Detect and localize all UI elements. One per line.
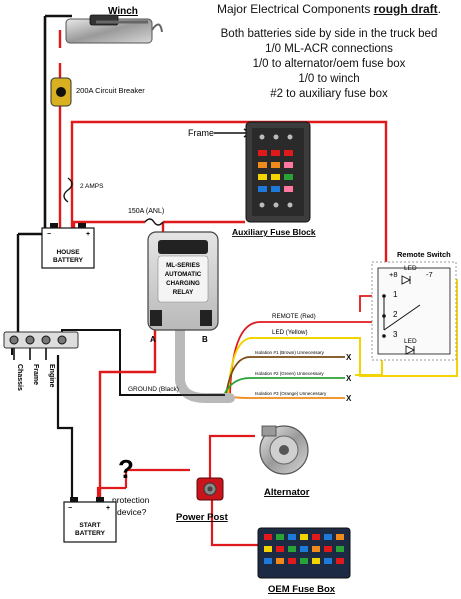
led-top-icon bbox=[401, 275, 412, 285]
start-battery-label-2: BATTERY bbox=[75, 530, 106, 537]
led-bottom-label: LED bbox=[404, 338, 417, 345]
relay-label-1: ML-SERIES bbox=[166, 262, 200, 269]
relay-label-4: RELAY bbox=[173, 289, 194, 296]
aux-fuse-block: Frame Auxiliary Fuse Block bbox=[188, 121, 316, 237]
oem-fuse-box-label: OEM Fuse Box bbox=[268, 584, 336, 595]
svg-text:+: + bbox=[106, 505, 110, 512]
ground-frame-label: Frame bbox=[32, 364, 39, 385]
note-5: #2 to auxiliary fuse box bbox=[270, 88, 388, 100]
fuse-row-blue bbox=[258, 186, 293, 192]
svg-text:+: + bbox=[86, 231, 90, 238]
iso1-end-mark: X bbox=[346, 353, 352, 362]
relay-label-3: CHARGING bbox=[166, 280, 200, 287]
charging-relay: ML-SERIES AUTOMATIC CHARGING RELAY A B bbox=[147, 231, 219, 344]
power-post: Power Post bbox=[176, 477, 229, 523]
alternator-label: Alternator bbox=[264, 487, 310, 498]
house-battery: − + HOUSE BATTERY bbox=[41, 223, 95, 269]
switch-pin-3: 3 bbox=[393, 330, 398, 339]
led-top-label: LED bbox=[404, 265, 417, 272]
relay-terminal-a: A bbox=[150, 335, 156, 344]
fuse-row-red bbox=[258, 150, 293, 156]
start-battery: − + START BATTERY bbox=[63, 497, 117, 543]
post-to-oem-box-wire bbox=[210, 500, 260, 547]
note-3: 1/0 to alternator/oem fuse box bbox=[252, 58, 406, 70]
remote-switch: Remote Switch +8 -7 1 2 3 LED LED bbox=[371, 250, 457, 361]
start-battery-label-1: START bbox=[79, 522, 100, 529]
breaker-label: 200A Circuit Breaker bbox=[76, 86, 145, 95]
switch-pin-2: 2 bbox=[393, 310, 398, 319]
note-2: 1/0 ML-ACR connections bbox=[265, 43, 393, 55]
inline-fuse-label: 2 AMPS bbox=[80, 183, 104, 190]
frame-label: Frame bbox=[188, 128, 214, 138]
fuse-row-orange bbox=[258, 162, 293, 168]
post-to-alternator-wire bbox=[208, 434, 255, 480]
house-battery-label-2: BATTERY bbox=[53, 257, 84, 264]
oem-fuse-box: OEM Fuse Box bbox=[257, 527, 351, 595]
power-post-label: Power Post bbox=[176, 512, 229, 523]
iso2-end-mark: X bbox=[346, 374, 352, 383]
iso3-end-mark: X bbox=[346, 394, 352, 403]
inline-fuse: 2 AMPS bbox=[63, 177, 104, 203]
remote-switch-label: Remote Switch bbox=[397, 250, 451, 259]
ground-engine-label: Engine bbox=[48, 364, 55, 387]
protection-label-2: device? bbox=[117, 507, 147, 517]
anl-fuse: 150A (ANL) bbox=[128, 208, 164, 226]
switch-pin-plus8: +8 bbox=[389, 270, 398, 279]
svg-text:−: − bbox=[68, 505, 72, 512]
switch-pin-minus7: -7 bbox=[426, 270, 433, 279]
ground-bus: Chassis Frame Engine bbox=[3, 331, 79, 391]
page-title: Major Electrical Components rough draft. bbox=[216, 2, 442, 16]
ground-wire-label: GROUND (Black) bbox=[128, 386, 179, 393]
winch: Winch bbox=[65, 6, 163, 44]
iso1-wire-label: Isolation #1 (Brown) Unnecessary bbox=[255, 350, 325, 355]
house-to-switch-wire bbox=[70, 120, 388, 262]
fuse-row-yellow bbox=[258, 174, 293, 180]
isolation-1-brown-wire bbox=[225, 356, 345, 396]
circuit-breaker: 200A Circuit Breaker bbox=[50, 77, 145, 107]
house-battery-icon bbox=[41, 227, 95, 269]
alternator: Alternator bbox=[259, 425, 310, 498]
relay-label-2: AUTOMATIC bbox=[165, 271, 202, 278]
relay-terminal-b: B bbox=[202, 335, 208, 344]
question-mark: ? bbox=[118, 454, 134, 484]
ground-bus-bar bbox=[3, 331, 79, 349]
relay-a-to-start-wire bbox=[98, 330, 157, 500]
switch-pin-1: 1 bbox=[393, 290, 398, 299]
ground-chassis-label: Chassis bbox=[16, 364, 23, 391]
relay-harness bbox=[175, 325, 235, 403]
remote-red-wire bbox=[229, 321, 380, 396]
protection-label-1: protection bbox=[112, 495, 150, 505]
note-4: 1/0 to winch bbox=[298, 73, 360, 85]
iso2-wire-label: Isolation #2 (Green) Unnecessary bbox=[255, 371, 324, 376]
isolation-2-green-wire bbox=[223, 377, 345, 396]
led-bottom-icon bbox=[405, 345, 416, 355]
house-to-anl-wire bbox=[72, 220, 145, 228]
house-battery-label-1: HOUSE bbox=[56, 249, 80, 256]
protection-wire bbox=[96, 486, 126, 500]
start-battery-icon bbox=[63, 501, 117, 543]
remote-wire-label: REMOTE (Red) bbox=[272, 313, 316, 320]
start-to-post-wire bbox=[124, 468, 190, 488]
protection-device: ? protection device? bbox=[112, 454, 150, 517]
anl-fuse-icon bbox=[144, 218, 164, 226]
anl-fuse-label: 150A (ANL) bbox=[128, 208, 164, 215]
iso3-wire-label: Isolation #3 (Orange) Unnecessary bbox=[255, 391, 327, 396]
svg-text:−: − bbox=[47, 231, 51, 238]
fuse-icon bbox=[63, 177, 73, 203]
winch-label: Winch bbox=[108, 6, 138, 17]
note-1: Both batteries side by side in the truck… bbox=[220, 28, 438, 40]
engine-ground-wire bbox=[56, 355, 74, 500]
oem-fuse-box-icon bbox=[257, 527, 351, 579]
aux-fuse-block-label: Auxiliary Fuse Block bbox=[232, 227, 316, 237]
header-notes: Major Electrical Components rough draft.… bbox=[200, 2, 458, 102]
oem-fuse-grid bbox=[264, 534, 344, 564]
switch-lever-icon bbox=[383, 296, 421, 331]
led-wire-label: LED (Yellow) bbox=[272, 329, 308, 336]
